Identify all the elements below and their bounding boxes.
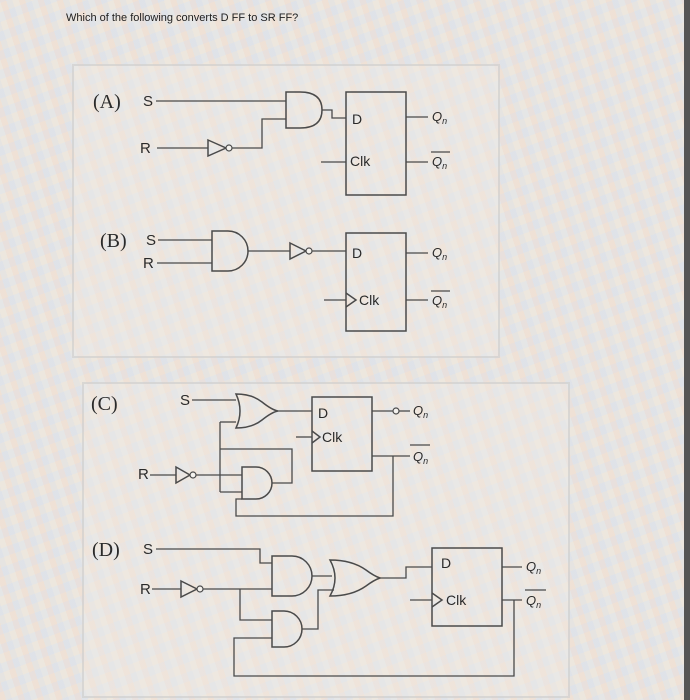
question-text: Which of the following converts D FF to … xyxy=(66,12,299,24)
option-a-q-output: Qn xyxy=(432,109,447,126)
option-c-input-s: S xyxy=(180,392,190,409)
option-b-and-gate xyxy=(211,230,249,272)
screen-edge xyxy=(684,0,690,700)
option-d-input-s: S xyxy=(143,541,153,558)
option-c-dff xyxy=(311,396,373,472)
option-b-clk-pin: Clk xyxy=(359,292,380,308)
option-d-q-output: Qn xyxy=(526,559,541,576)
option-a-gate xyxy=(285,91,323,129)
option-c-upper-gate xyxy=(234,393,279,429)
option-a-qbar-output: Qn xyxy=(432,154,447,171)
option-b-input-r: R xyxy=(143,255,154,272)
option-d-and-gate-2 xyxy=(271,610,303,648)
option-d-or-gate xyxy=(328,559,383,597)
option-c-label: (C) xyxy=(91,393,118,415)
option-b-d-pin: D xyxy=(352,245,362,261)
panel-c-d xyxy=(82,382,570,698)
option-d-qbar-output: Qn xyxy=(526,593,541,610)
option-a[interactable]: (A) S R D Clk Qn Qn xyxy=(93,91,450,196)
option-c-d-pin: D xyxy=(318,405,328,421)
option-d-dff xyxy=(431,547,503,627)
option-c-q-bubble xyxy=(392,407,400,415)
option-c[interactable]: (C) S R D Clk Qn Qn xyxy=(91,392,430,517)
option-d-and-gate-1 xyxy=(271,555,313,597)
option-a-d-pin: D xyxy=(352,111,362,127)
option-c-qbar-output: Qn xyxy=(413,449,428,466)
option-c-not-gate xyxy=(175,465,192,485)
option-b-not-gate xyxy=(289,241,308,261)
option-c-q-output: Qn xyxy=(413,403,428,420)
option-a-input-r: R xyxy=(140,140,151,157)
option-d-d-pin: D xyxy=(441,555,451,571)
option-d-label: (D) xyxy=(92,539,120,561)
option-b-not-bubble xyxy=(305,247,313,255)
option-a-clk-pin: Clk xyxy=(350,153,371,169)
option-b[interactable]: (B) S R D Clk Qn Qn xyxy=(100,230,450,332)
option-a-dff xyxy=(345,91,407,196)
option-d-input-r: R xyxy=(140,581,151,598)
option-b-dff xyxy=(345,232,407,332)
option-c-lower-gate xyxy=(241,466,273,500)
option-a-label: (A) xyxy=(93,91,121,113)
option-b-qbar-output: Qn xyxy=(432,293,447,310)
option-a-not-gate xyxy=(207,138,228,158)
option-c-clk-pin: Clk xyxy=(322,429,343,445)
option-b-label: (B) xyxy=(100,230,127,252)
option-a-not-bubble xyxy=(225,144,233,152)
option-d[interactable]: (D) S R D Clk Qn Qn xyxy=(92,539,546,677)
option-a-input-s: S xyxy=(143,93,153,110)
option-d-not-bubble xyxy=(196,585,204,593)
option-c-not-bubble xyxy=(189,471,197,479)
option-b-input-s: S xyxy=(146,232,156,249)
option-b-q-output: Qn xyxy=(432,245,447,262)
option-c-input-r: R xyxy=(138,466,149,483)
option-d-clk-pin: Clk xyxy=(446,592,467,608)
option-d-not-gate xyxy=(180,579,199,599)
